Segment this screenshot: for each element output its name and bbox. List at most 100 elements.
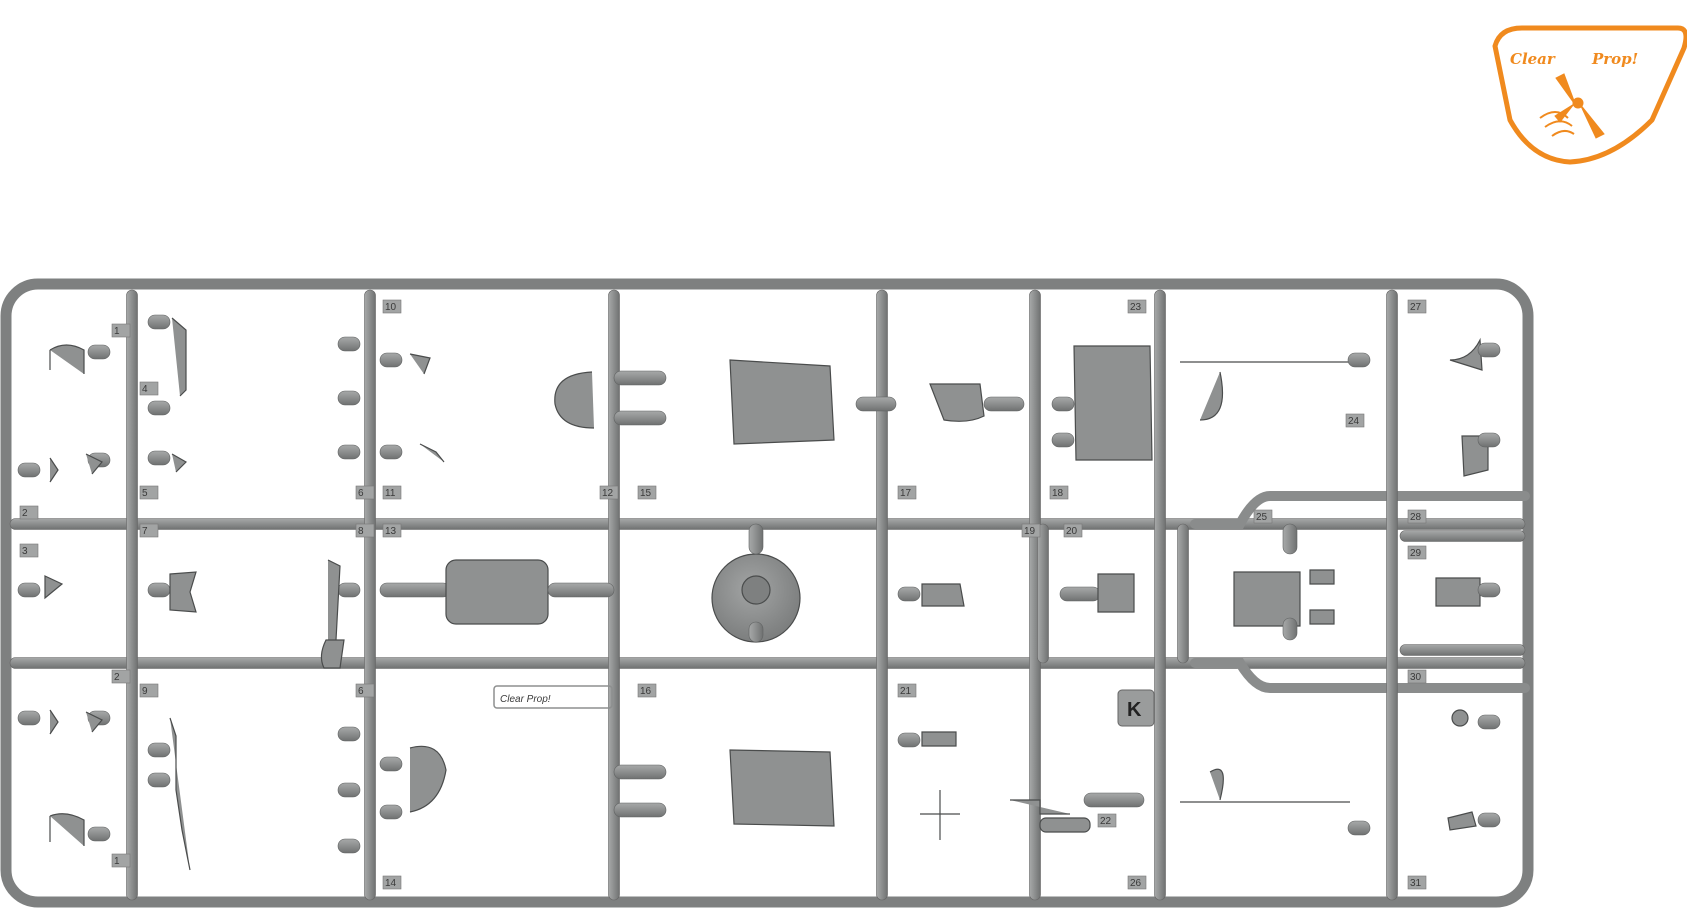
propeller-icon [1539, 73, 1605, 139]
part-curved [409, 745, 447, 813]
part-number-tab [355, 523, 375, 538]
part-number-tab [1127, 875, 1147, 890]
part-number-tab [139, 485, 159, 500]
part-small [85, 453, 103, 475]
sprue-gate [379, 756, 403, 772]
part-number-tab [1253, 509, 1273, 524]
part-number-label: 4 [142, 384, 148, 395]
part-rod [1180, 768, 1350, 803]
sprue-gate [748, 523, 764, 555]
sprue-gate [17, 582, 41, 598]
clear-prop-logo: Clear Prop! [1492, 25, 1687, 165]
part-plate [169, 571, 197, 613]
part-small [85, 711, 103, 733]
sprue-gate [547, 582, 615, 598]
part-panel [1073, 345, 1153, 461]
sprue-gate [855, 396, 897, 412]
part-box [1233, 571, 1301, 627]
sprue-gate [983, 396, 1025, 412]
part-number-tab [1127, 299, 1147, 314]
part-rod [1180, 361, 1350, 421]
sprue-gate [147, 582, 171, 598]
logo-text-right: Prop! [1591, 50, 1638, 68]
sprue-gate [87, 826, 111, 842]
part-block [929, 383, 985, 422]
sprue-runner [1190, 491, 1530, 529]
sprue-gate [87, 344, 111, 360]
part-small [1451, 709, 1469, 727]
part-number-tab [111, 323, 131, 338]
part-number-label: 1 [114, 326, 120, 337]
sprue-gate [337, 444, 361, 460]
sprue-gate [1477, 342, 1501, 358]
part-number-tab [1097, 813, 1117, 828]
part-number-tab [382, 523, 402, 538]
part-number-label: 9 [142, 686, 148, 697]
part-number-label: 2 [22, 508, 28, 519]
sprue-gate [613, 802, 667, 818]
part-knob [320, 639, 345, 669]
part-number-label: 31 [1410, 878, 1422, 889]
sprue-gate [1347, 352, 1371, 368]
sprue-runner [1399, 530, 1526, 542]
part-number-tab [139, 381, 159, 396]
sprue-gate [1051, 432, 1075, 448]
part-number-label: 22 [1100, 816, 1112, 827]
part-number-label: 15 [640, 488, 652, 499]
sprue-gate [147, 400, 171, 416]
part-box [1097, 573, 1135, 613]
part-rod [169, 717, 191, 871]
part-number-tab [139, 523, 159, 538]
sprue-runner [1386, 289, 1398, 901]
part-number-label: 7 [142, 526, 148, 537]
sprue-gate [897, 586, 921, 602]
part-small [1447, 811, 1477, 831]
part-number-label: 6 [358, 488, 364, 499]
sprue-emboss-text: Clear Prop! [500, 694, 551, 705]
part-number-tab [382, 299, 402, 314]
part-loop [554, 371, 595, 429]
part-number-label: 1 [114, 856, 120, 867]
sprue-runner [1399, 644, 1526, 656]
part-wedge [44, 575, 64, 600]
part-number-label: 12 [602, 488, 614, 499]
part-number-tab [599, 485, 619, 500]
part-number-label: 25 [1256, 512, 1268, 523]
sprue-runner [1154, 289, 1166, 901]
part-number-tab [897, 485, 917, 500]
sprue-runner [364, 289, 376, 901]
part-number-tab [1345, 413, 1365, 428]
sprue-gate [337, 390, 361, 406]
sprue-letter: K [1127, 699, 1142, 721]
sprue-gate [613, 370, 667, 386]
part-number-label: 26 [1130, 878, 1142, 889]
part-bracket [49, 344, 85, 374]
part-number-label: 14 [385, 878, 397, 889]
sprue-gate [1059, 586, 1101, 602]
sprue-gate [1347, 820, 1371, 836]
part-small [419, 443, 445, 463]
sprue-gate [748, 621, 764, 643]
part-number-tab [19, 505, 39, 520]
part-rod [1010, 799, 1070, 815]
sprue-gate [1282, 617, 1298, 641]
part-number-label: 17 [900, 488, 912, 499]
sprue-runner [1037, 523, 1049, 664]
part-number-label: 29 [1410, 548, 1422, 559]
sprue-outer-frame [0, 278, 1534, 908]
part-number-label: 28 [1410, 512, 1422, 523]
sprue-gate [337, 582, 361, 598]
part-small [921, 731, 957, 747]
part-cross [920, 790, 960, 840]
part-number-label: 30 [1410, 672, 1422, 683]
sprue-gate [1083, 792, 1145, 808]
part-number-tab [355, 485, 375, 500]
sprue-runner [1177, 523, 1189, 664]
sprue-letter-tab [1117, 689, 1155, 727]
part-panel [729, 749, 835, 827]
part-number-tab [897, 683, 917, 698]
part-small [1449, 337, 1483, 371]
sprue-gate [147, 450, 171, 466]
sprue-gate [147, 314, 171, 330]
